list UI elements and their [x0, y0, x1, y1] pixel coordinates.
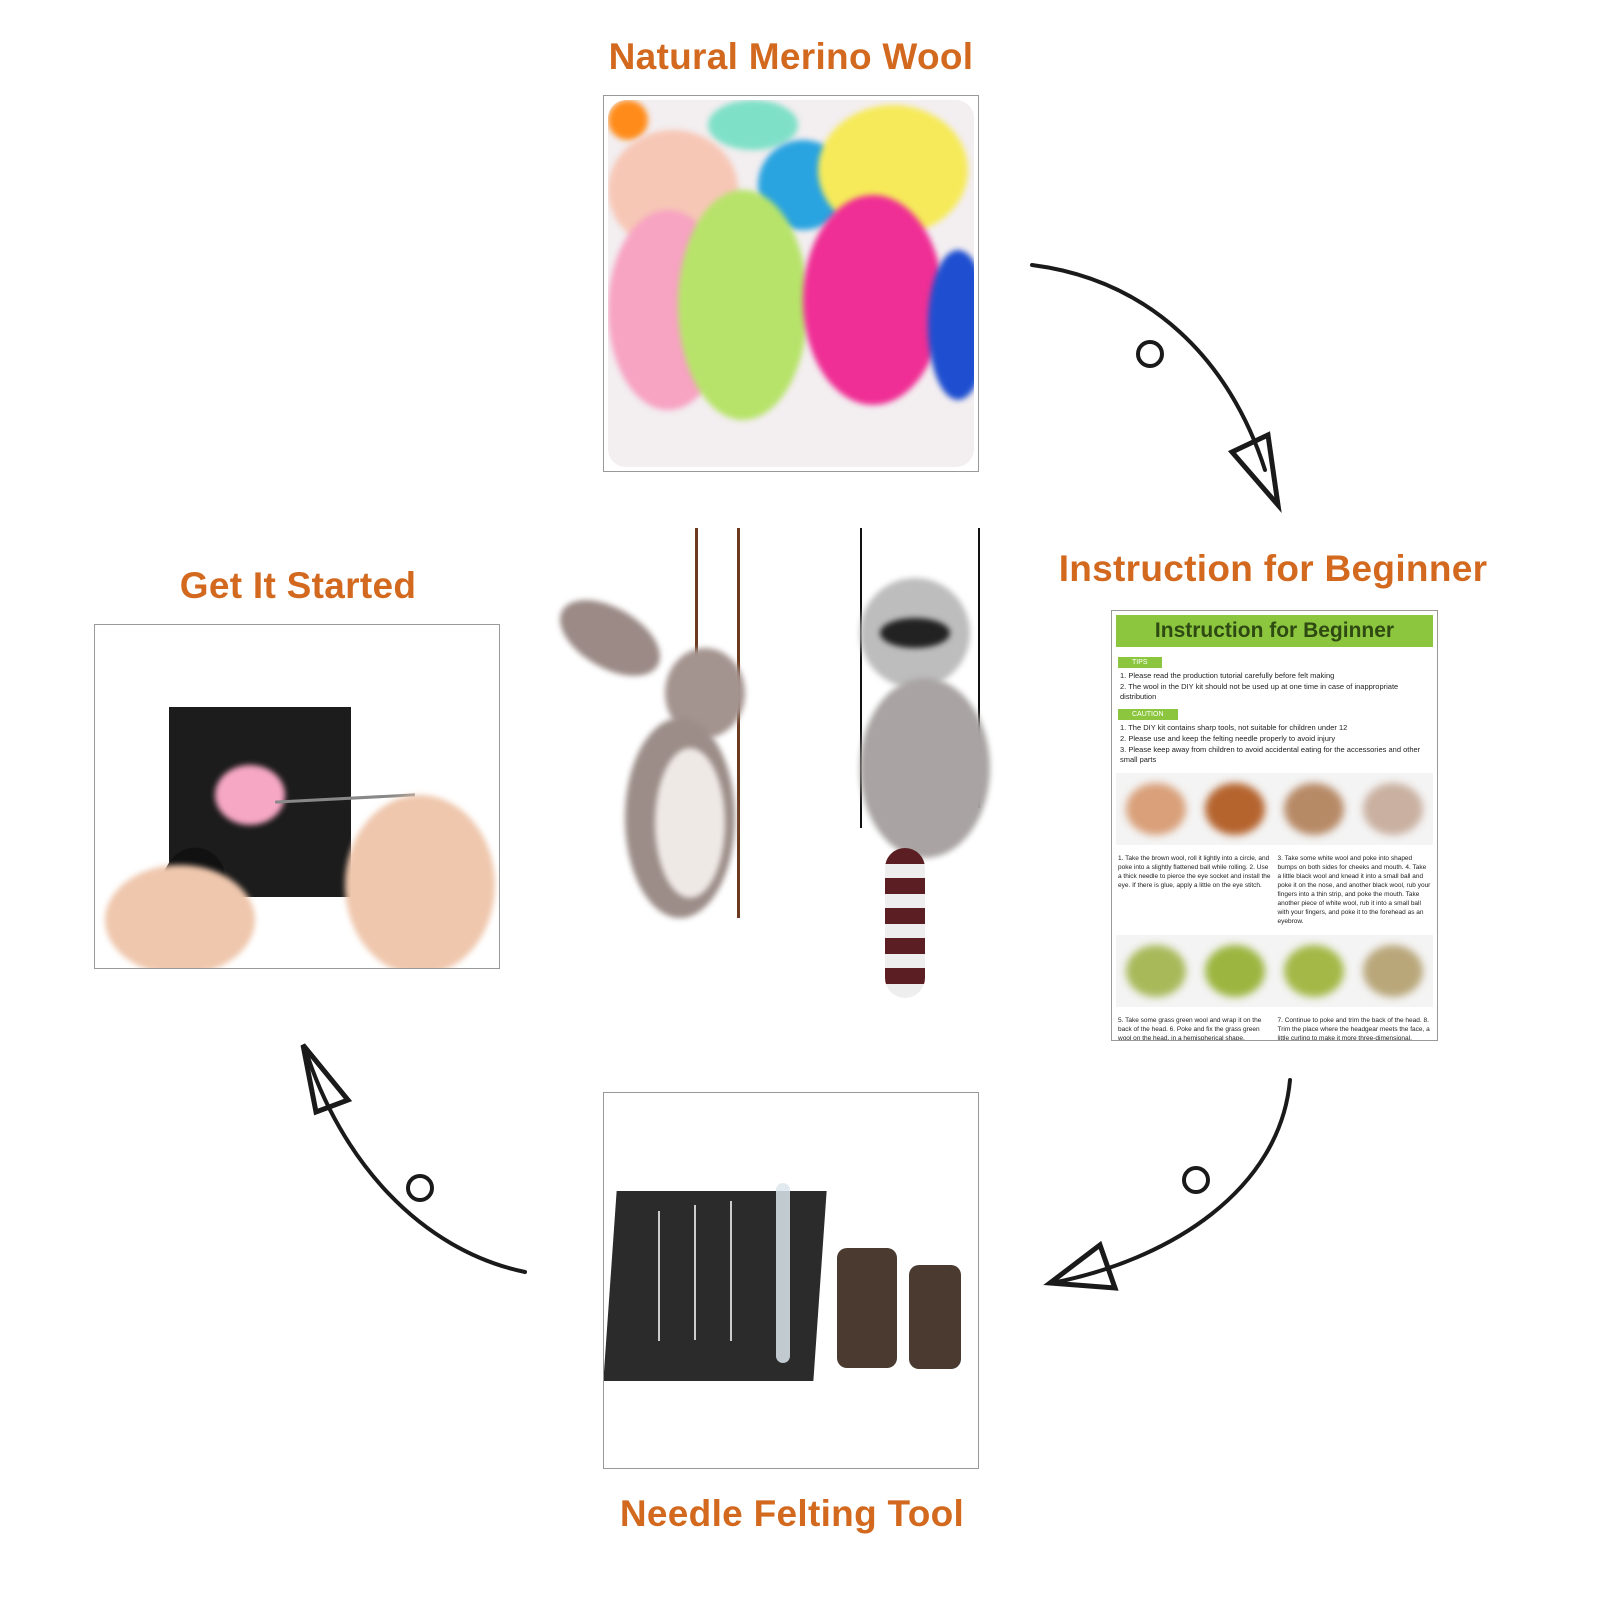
caution-line: 2. Please use and keep the felting needl… — [1120, 734, 1336, 743]
step-photos-row-2 — [1116, 935, 1433, 1007]
title-needle-felting-tool: Needle Felting Tool — [619, 1493, 965, 1534]
step-text: 1. Take the brown wool, roll it lightly … — [1118, 855, 1271, 889]
title-instruction-for-beginner: Instruction for Beginner — [1058, 548, 1488, 589]
tip-line: 2. The wool in the DIY kit should not be… — [1120, 682, 1399, 701]
caution-tag: CAUTION — [1118, 709, 1178, 720]
merino-wool-image — [603, 95, 979, 472]
title-get-it-started: Get It Started — [179, 565, 417, 606]
tip-line: 1. Please read the production tutorial c… — [1120, 671, 1335, 680]
title-natural-merino-wool: Natural Merino Wool — [608, 36, 974, 77]
step-text: 7. Continue to poke and trim the back of… — [1277, 1017, 1430, 1041]
step-text: 3. Take some white wool and poke into sh… — [1277, 855, 1431, 925]
felt-rabbit-on-swing — [547, 528, 805, 948]
arrow-wool-to-instruction — [1030, 263, 1267, 472]
instruction-sheet: Instruction for Beginner TIPS 1. Please … — [1111, 610, 1438, 1041]
sheet-heading: Instruction for Beginner — [1116, 615, 1433, 647]
arrow-instruction-to-tool — [1050, 1078, 1292, 1285]
step-photos-row-1 — [1116, 773, 1433, 845]
caution-line: 1. The DIY kit contains sharp tools, not… — [1120, 723, 1348, 732]
tips-tag: TIPS — [1118, 657, 1162, 668]
needle-felting-tool-image — [603, 1092, 979, 1469]
caution-line: 3. Please keep away from children to avo… — [1120, 745, 1421, 764]
felt-raccoon-on-swing — [830, 528, 1020, 1008]
step-text: 5. Take some grass green wool and wrap i… — [1118, 1017, 1262, 1041]
get-it-started-image — [94, 624, 500, 969]
arrow-tool-to-started — [303, 1046, 527, 1274]
